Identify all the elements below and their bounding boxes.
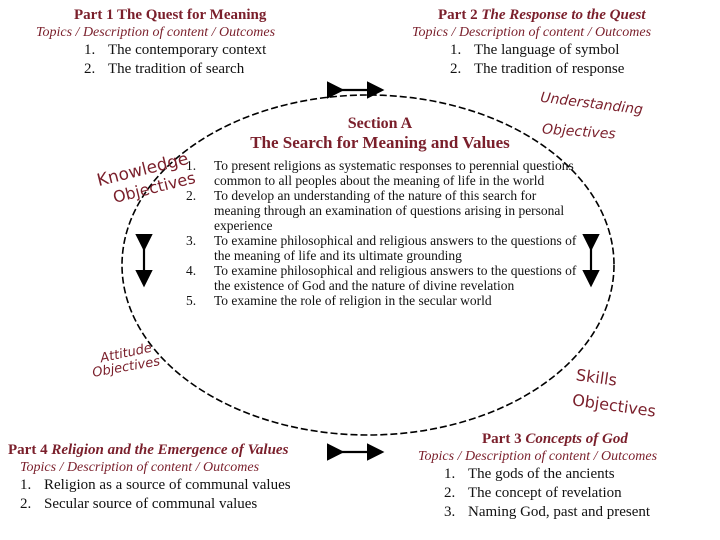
list-item: 3.To examine philosophical and religious… [186, 233, 577, 263]
part1-list: 1.The contemporary context 2.The traditi… [36, 41, 275, 79]
section-aims-list: 1.To present religions as systematic res… [180, 158, 580, 308]
part3-block: Part 3 Concepts of God Topics / Descript… [418, 430, 657, 522]
list-item: 2.To develop an understanding of the nat… [186, 188, 565, 233]
list-item: 1.The gods of the ancients [444, 466, 615, 482]
part2-block: Part 2 The Response to the Quest Topics … [412, 6, 651, 79]
part3-topics: Topics / Description of content / Outcom… [418, 449, 658, 464]
section-ellipse [121, 94, 615, 436]
list-item: 1.The language of symbol [450, 42, 620, 58]
part2-title: Part 2 The Response to the Quest [438, 7, 646, 23]
list-item: 1.Religion as a source of communal value… [20, 477, 291, 493]
part1-block: Part 1 The Quest for Meaning Topics / De… [36, 6, 275, 79]
list-item: 2.The concept of revelation [444, 485, 622, 501]
section-title: The Search for Meaning and Values [250, 133, 510, 152]
part4-title: Part 4 Religion and the Emergence of Val… [8, 442, 289, 458]
part1-title: Part 1 The Quest for Meaning [74, 7, 267, 23]
part2-list: 1.The language of symbol 2.The tradition… [412, 41, 651, 79]
list-item: 5.To examine the role of religion in the… [186, 293, 492, 308]
part2-topics: Topics / Description of content / Outcom… [412, 25, 652, 40]
list-item: 2.The tradition of search [84, 61, 245, 77]
list-item: 1.The contemporary context [84, 42, 267, 58]
section-a-block: Section A The Search for Meaning and Val… [180, 114, 580, 308]
part3-title: Part 3 Concepts of God [482, 431, 628, 447]
list-item: 4.To examine philosophical and religious… [186, 263, 577, 293]
list-item: 1.To present religions as systematic res… [186, 158, 574, 188]
section-label: Section A [347, 115, 413, 132]
part4-list: 1.Religion as a source of communal value… [8, 476, 291, 514]
part4-topics: Topics / Description of content / Outcom… [20, 460, 260, 475]
part1-topics: Topics / Description of content / Outcom… [36, 25, 276, 40]
list-item: 2.The tradition of response [450, 61, 625, 77]
section-heading: Section A The Search for Meaning and Val… [180, 114, 580, 152]
part3-list: 1.The gods of the ancients 2.The concept… [418, 465, 657, 522]
list-item: 2.Secular source of communal values [20, 496, 258, 512]
part4-block: Part 4 Religion and the Emergence of Val… [8, 441, 291, 514]
list-item: 3.Naming God, past and present [444, 504, 651, 520]
